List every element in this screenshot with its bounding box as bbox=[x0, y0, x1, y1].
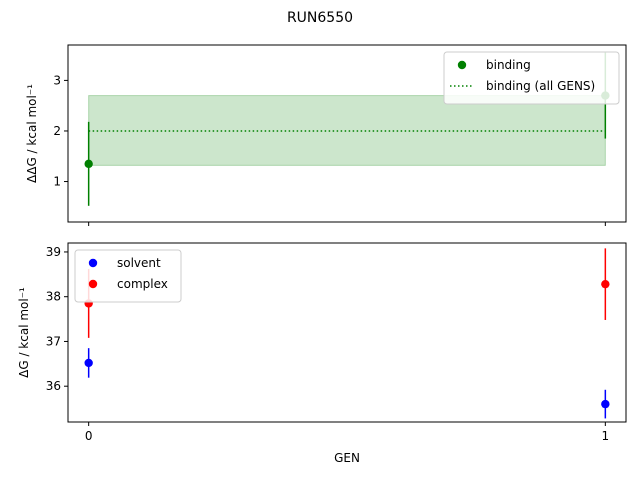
data-point-1-1 bbox=[601, 279, 610, 289]
y-tick-label-1: 2 bbox=[53, 124, 61, 138]
panel-bottom: 36 37 38 39 0 1 ΔG / kcal mol⁻¹ GEN solvent co… bbox=[17, 242, 627, 465]
bottom-legend: solvent complex bbox=[74, 249, 182, 303]
bottom-ticks: 36 37 38 39 0 1 bbox=[46, 245, 609, 443]
y-tick-label-0: 1 bbox=[53, 175, 61, 189]
data-point-0-1 bbox=[601, 399, 610, 409]
top-y-axis-label: ΔΔG / kcal mol⁻¹ bbox=[25, 84, 39, 183]
legend-box bbox=[74, 249, 182, 303]
legend-label-0: binding bbox=[486, 58, 531, 72]
bottom-y-axis-label: ΔG / kcal mol⁻¹ bbox=[17, 287, 31, 378]
x-tick-label-0: 0 bbox=[85, 429, 93, 443]
legend-label-1: binding (all GENS) bbox=[486, 79, 595, 93]
y-tick-label-2: 38 bbox=[46, 290, 61, 304]
y-tick-label-0: 36 bbox=[46, 379, 61, 393]
figure-title: RUN6550 bbox=[287, 10, 353, 26]
band-1 bbox=[88, 95, 606, 166]
bottom-axes-frame bbox=[67, 242, 627, 423]
y-tick-label-3: 39 bbox=[46, 245, 61, 259]
bottom-x-axis-label: GEN bbox=[334, 451, 360, 465]
legend-label-1: complex bbox=[117, 277, 168, 291]
y-tick-label-2: 3 bbox=[53, 73, 61, 87]
legend-box bbox=[443, 51, 620, 105]
legend-label-0: solvent bbox=[117, 256, 161, 270]
data-point-0-0 bbox=[84, 159, 93, 169]
x-tick-label-1: 1 bbox=[602, 429, 610, 443]
top-plot-elements bbox=[84, 52, 610, 206]
panel-top: 1 2 3 ΔΔG / kcal mol⁻¹ binding binding (all… bbox=[25, 44, 627, 226]
legend-marker-0 bbox=[88, 258, 98, 268]
top-axes-frame bbox=[67, 44, 627, 223]
data-point-0-0 bbox=[84, 358, 93, 368]
top-ticks: 1 2 3 bbox=[53, 73, 606, 226]
legend-marker-1 bbox=[88, 279, 98, 289]
top-legend: binding binding (all GENS) bbox=[443, 51, 620, 105]
y-tick-label-1: 37 bbox=[46, 334, 61, 348]
legend-marker-0 bbox=[457, 60, 467, 70]
